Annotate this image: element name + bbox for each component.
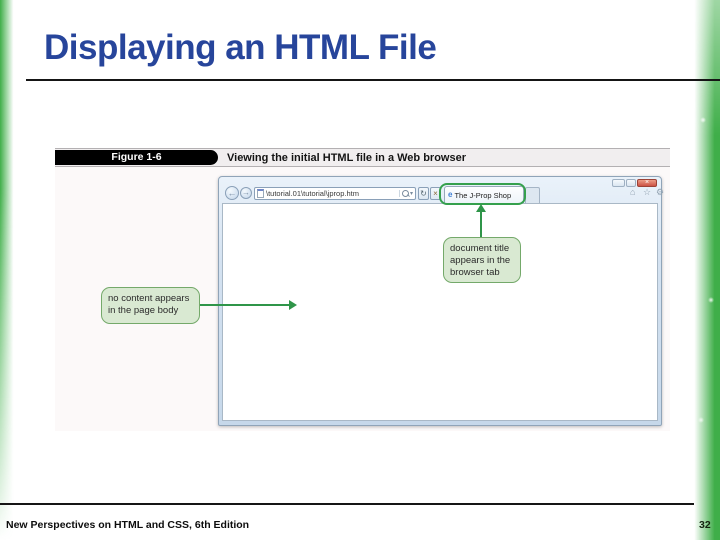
title-divider xyxy=(26,79,720,81)
callout-arrow-right-head xyxy=(289,300,297,310)
close-button[interactable]: × xyxy=(637,179,657,187)
minimize-button[interactable] xyxy=(612,179,625,187)
slide-title: Displaying an HTML File xyxy=(44,28,437,67)
forward-button[interactable]: → xyxy=(240,187,252,199)
chevron-down-icon[interactable]: ▾ xyxy=(409,190,413,197)
slide-page-number: 32 xyxy=(699,519,711,531)
callout-document-title: document title appears in the browser ta… xyxy=(443,237,521,283)
callout-no-content: no content appears in the page body xyxy=(101,287,200,324)
footer-divider xyxy=(0,503,694,505)
tab-highlight-outline xyxy=(439,183,526,205)
callout-arrow-up-head xyxy=(476,204,486,212)
forward-icon: → xyxy=(242,188,250,197)
callout-arrow-right-line xyxy=(200,304,289,306)
back-button[interactable]: ← xyxy=(225,186,239,200)
refresh-button[interactable]: ↻ xyxy=(418,187,429,200)
figure-caption-bar: Figure 1-6 Viewing the initial HTML file… xyxy=(55,148,670,167)
home-icon[interactable]: ⌂ xyxy=(630,187,636,197)
favorites-star-icon[interactable]: ☆ xyxy=(643,187,652,197)
search-icon[interactable] xyxy=(401,190,409,197)
browser-page-body xyxy=(222,203,658,421)
browser-tab[interactable]: e The J-Prop Shop xyxy=(444,186,524,203)
new-tab-stub[interactable] xyxy=(525,187,540,203)
address-bar-tools: ▾ xyxy=(398,190,413,197)
tab-title: The J-Prop Shop xyxy=(454,190,512,200)
maximize-button[interactable] xyxy=(626,179,636,187)
footer-book-title: New Perspectives on HTML and CSS, 6th Ed… xyxy=(6,519,250,531)
right-accent-strip xyxy=(693,0,720,540)
callout-arrow-up-line xyxy=(480,211,482,238)
address-bar[interactable]: \tutorial.01\tutorial\jprop.htm ▾ xyxy=(254,187,416,200)
page-favicon-icon xyxy=(257,189,264,198)
left-accent-strip xyxy=(0,0,14,540)
window-controls: × xyxy=(612,179,657,187)
settings-gear-icon[interactable]: ⚙ xyxy=(656,187,665,197)
back-icon: ← xyxy=(227,188,237,198)
browser-window: × ← → \tutorial.01\tutorial\jprop.htm ▾ … xyxy=(218,176,665,426)
figure-caption: Viewing the initial HTML file in a Web b… xyxy=(227,152,466,164)
figure-number-label: Figure 1-6 xyxy=(55,150,218,165)
tab-favicon-icon: e xyxy=(448,190,453,199)
address-text: \tutorial.01\tutorial\jprop.htm xyxy=(266,189,359,198)
